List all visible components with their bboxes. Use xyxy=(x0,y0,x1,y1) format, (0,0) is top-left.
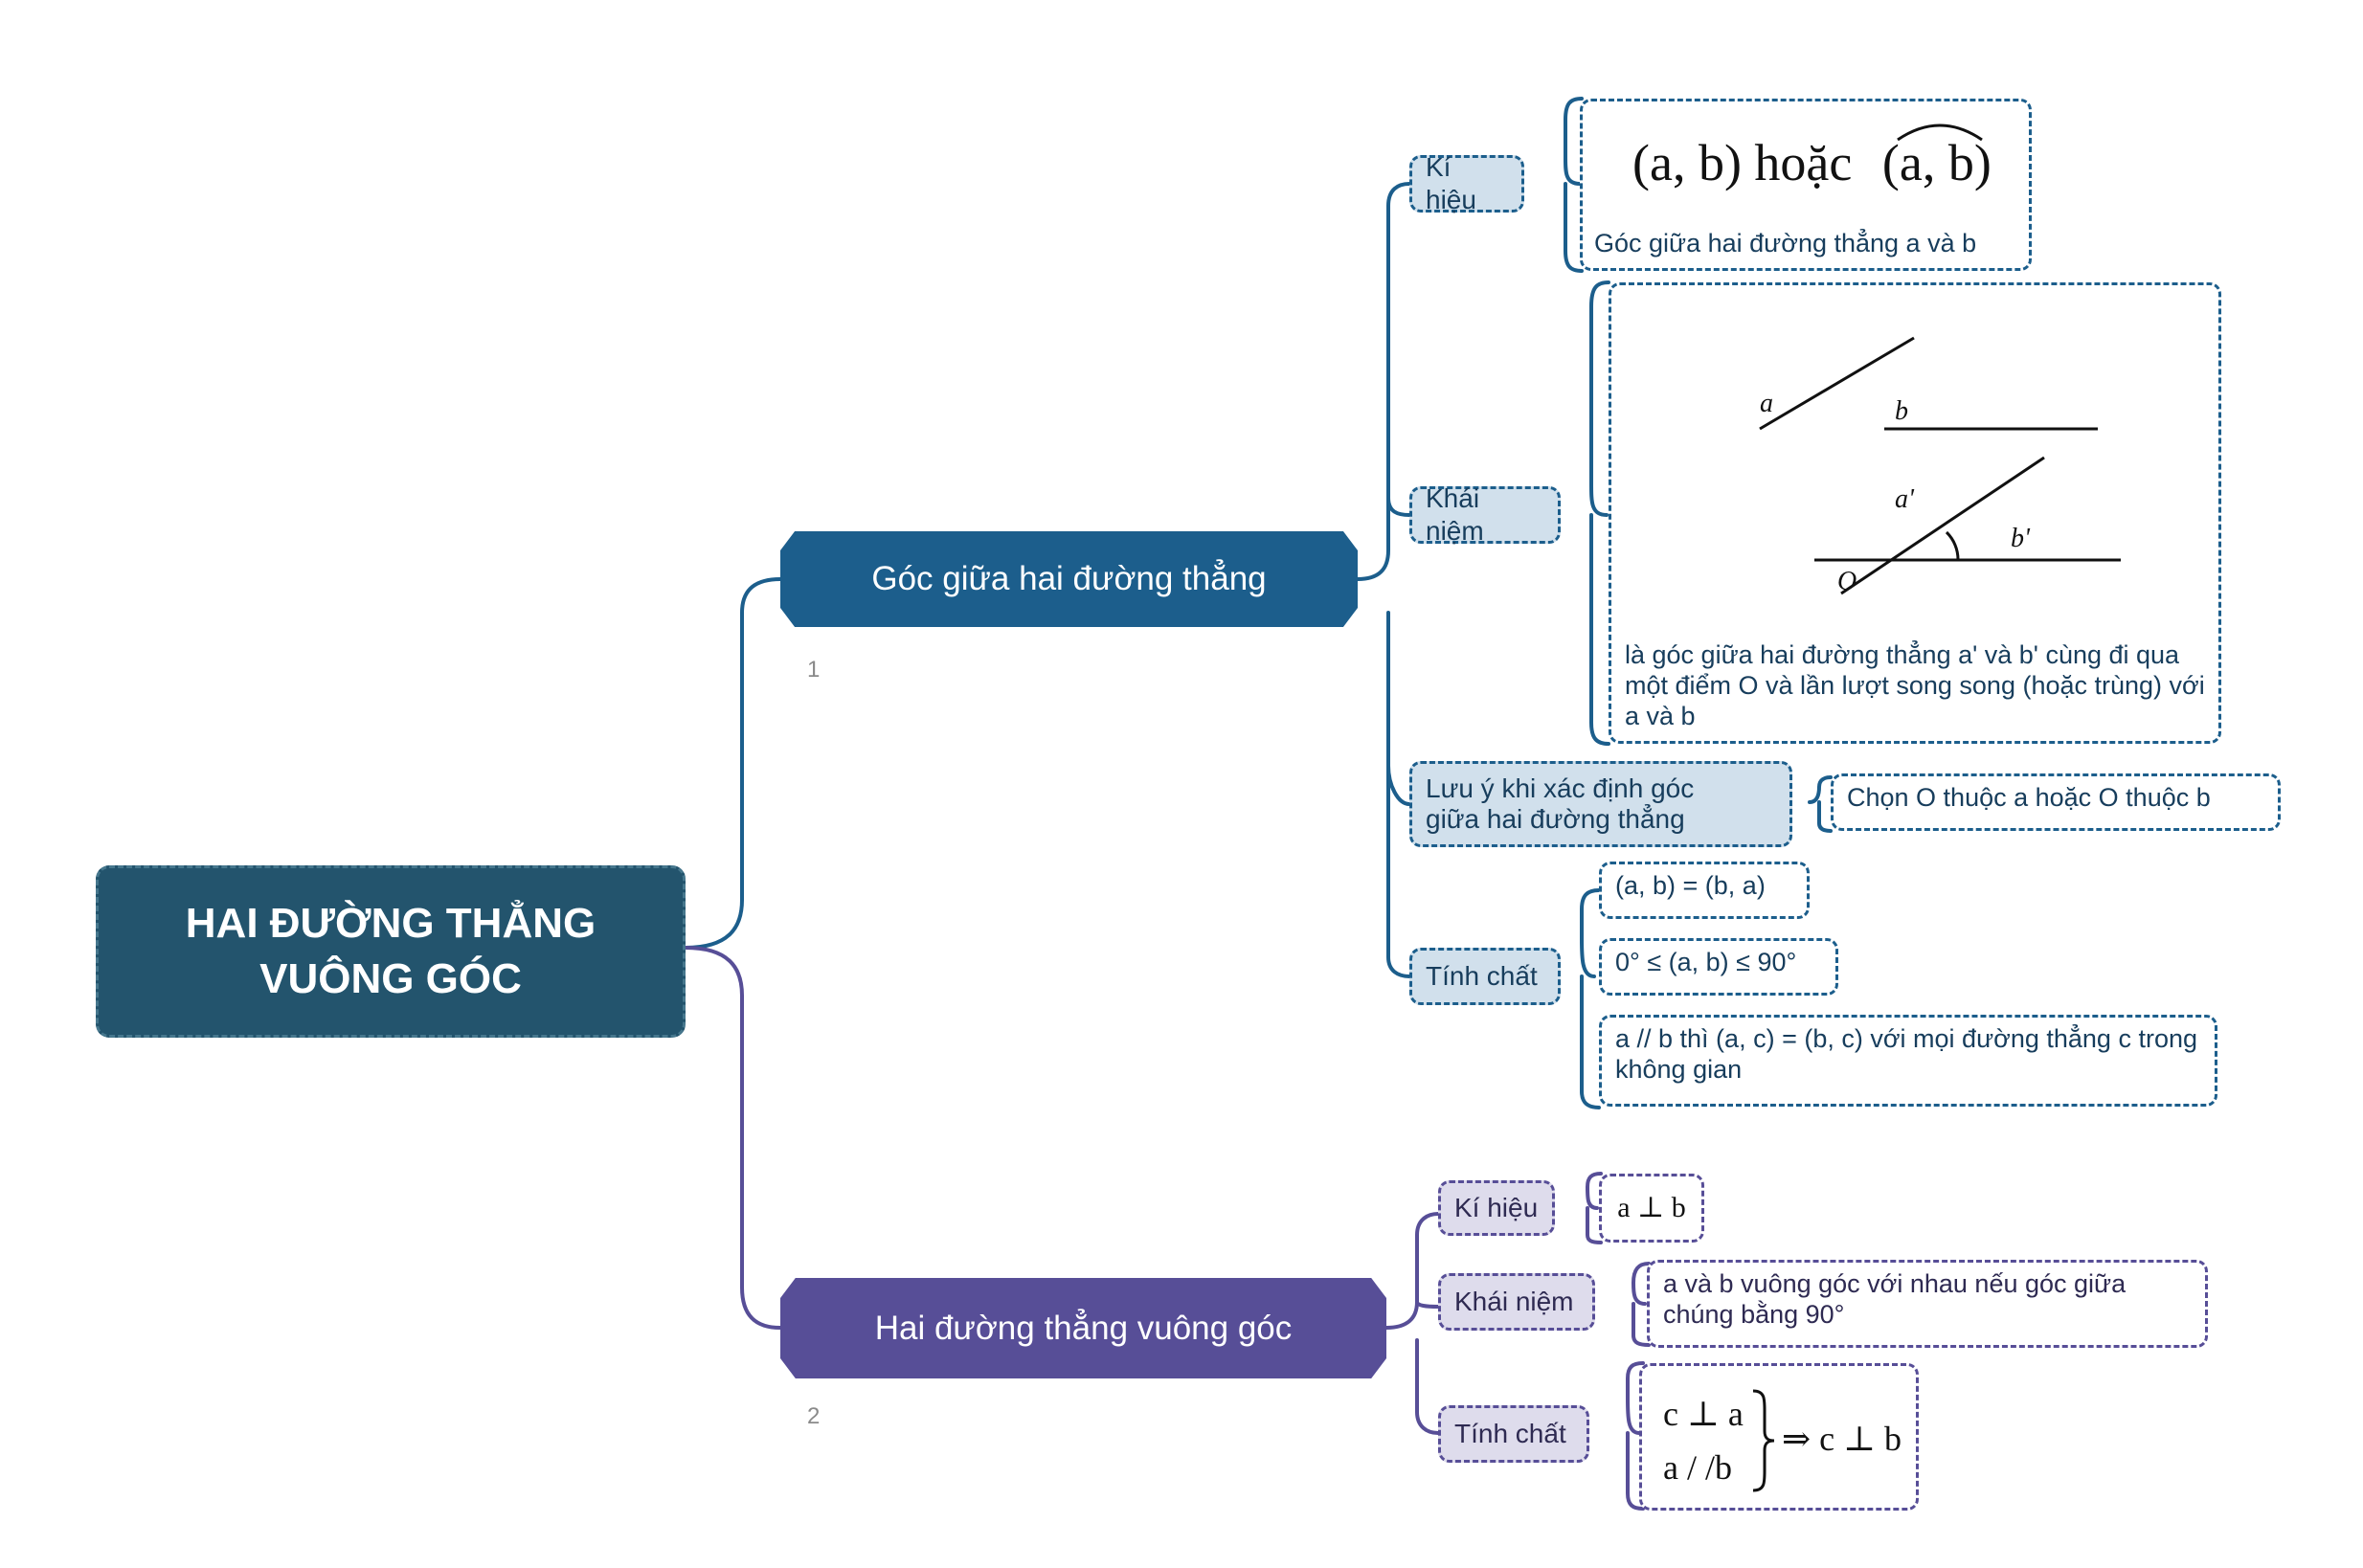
tinh-chat-1-item-2: 0° ≤ (a, b) ≤ 90° xyxy=(1599,938,1838,996)
branch2-title: Hai đường thẳng vuông góc xyxy=(874,1309,1293,1347)
label-ki-hieu-2-text: Kí hiệu xyxy=(1454,1193,1539,1222)
label-tinh-chat-2-text: Tính chất xyxy=(1454,1419,1566,1448)
root-node[interactable]: HAI ĐƯỜNG THẲNG VUÔNG GÓC xyxy=(96,865,686,1038)
label-khai-niem-1-text: Khái niệm xyxy=(1426,483,1484,546)
label-tinh-chat-1[interactable]: Tính chất xyxy=(1409,948,1561,1005)
label-ki-hieu-1-text: Kí hiệu xyxy=(1426,152,1476,214)
fig-label-b: b xyxy=(1895,396,1908,426)
branch1-number: 1 xyxy=(807,657,821,683)
ki-hieu-1-caption: Góc giữa hai đường thẳng a và b xyxy=(1594,229,1977,258)
fig-label-a: a xyxy=(1760,389,1773,418)
tinh-chat-1-item-3-text: a // b thì (a, c) = (b, c) với mọi đường… xyxy=(1615,1024,2197,1084)
line-a-prime xyxy=(1840,456,2045,595)
ki-hieu-1-formula: (a, b) hoặc (a, b) xyxy=(1632,123,2017,191)
label-khai-niem-2[interactable]: Khái niệm xyxy=(1438,1273,1595,1331)
arc-hat-icon xyxy=(1897,123,1983,142)
branch-perpendicular-lines[interactable]: Hai đường thẳng vuông góc xyxy=(780,1278,1386,1378)
tinh-chat-2-line1: c ⊥ a xyxy=(1663,1395,1744,1433)
label-luu-y[interactable]: Lưu ý khi xác định góc giữa hai đường th… xyxy=(1409,761,1792,847)
label-ki-hieu-1[interactable]: Kí hiệu xyxy=(1409,152,1524,214)
ki-hieu-1-box: (a, b) hoặc (a, b) Góc giữa hai đường th… xyxy=(1580,99,2032,271)
label-luu-y-line1: Lưu ý khi xác định góc xyxy=(1426,773,1695,803)
label-khai-niem-2-text: Khái niệm xyxy=(1454,1287,1574,1316)
khai-niem-1-text: là góc giữa hai đường thẳng a' và b' cùn… xyxy=(1625,640,2205,730)
ki-hieu-2-box: a ⊥ b xyxy=(1599,1174,1704,1243)
line-a xyxy=(1759,336,1915,431)
root-title-line2: VUÔNG GÓC xyxy=(259,955,522,1002)
fig-label-b-prime: b' xyxy=(2011,524,2031,553)
khai-niem-2-text: a và b vuông góc với nhau nếu góc giữa c… xyxy=(1663,1269,2127,1329)
right-brace-icon xyxy=(1752,1389,1775,1492)
tinh-chat-1-item-3: a // b thì (a, c) = (b, c) với mọi đường… xyxy=(1599,1015,2217,1107)
formula-right: (a, b) xyxy=(1881,134,1992,191)
label-tinh-chat-1-text: Tính chất xyxy=(1426,961,1538,991)
branch1-title: Góc giữa hai đường thẳng xyxy=(871,560,1267,597)
branch2-number: 2 xyxy=(807,1403,821,1429)
label-khai-niem-1[interactable]: Khái niệm xyxy=(1409,483,1561,546)
tinh-chat-2-lines: c ⊥ a a / /b xyxy=(1663,1387,1744,1494)
tinh-chat-2-line2: a / /b xyxy=(1663,1448,1732,1487)
root-title-line1: HAI ĐƯỜNG THẲNG xyxy=(185,900,596,947)
luu-y-text: Chọn O thuộc a hoặc O thuộc b xyxy=(1847,783,2211,812)
tinh-chat-1-item-2-text: 0° ≤ (a, b) ≤ 90° xyxy=(1615,948,1797,976)
formula-left: (a, b) hoặc xyxy=(1632,134,1853,191)
fig-label-a-prime: a' xyxy=(1895,484,1915,514)
tinh-chat-1-item-1-text: (a, b) = (b, a) xyxy=(1615,871,1766,900)
label-luu-y-line2: giữa hai đường thẳng xyxy=(1426,804,1685,834)
label-tinh-chat-2[interactable]: Tính chất xyxy=(1438,1405,1589,1463)
khai-niem-1-box: a b a' b' O là góc giữa hai đường thẳng … xyxy=(1609,282,2221,744)
branch-angle-between-lines[interactable]: Góc giữa hai đường thẳng xyxy=(780,531,1358,627)
tinh-chat-1-item-1: (a, b) = (b, a) xyxy=(1599,862,1810,919)
ki-hieu-2-formula: a ⊥ b xyxy=(1617,1192,1686,1223)
angle-figure: a b a' b' O xyxy=(1759,336,2121,596)
khai-niem-2-box: a và b vuông góc với nhau nếu góc giữa c… xyxy=(1647,1260,2208,1348)
fig-label-o: O xyxy=(1837,567,1857,596)
tinh-chat-2-result: ⇒ c ⊥ b xyxy=(1782,1420,1902,1458)
angle-arc xyxy=(1945,530,1960,561)
label-ki-hieu-2[interactable]: Kí hiệu xyxy=(1438,1180,1555,1236)
luu-y-box: Chọn O thuộc a hoặc O thuộc b xyxy=(1831,773,2281,831)
formula-right-hat: (a, b) xyxy=(1881,123,1992,191)
tinh-chat-2-box: c ⊥ a a / /b ⇒ c ⊥ b xyxy=(1639,1363,1919,1511)
